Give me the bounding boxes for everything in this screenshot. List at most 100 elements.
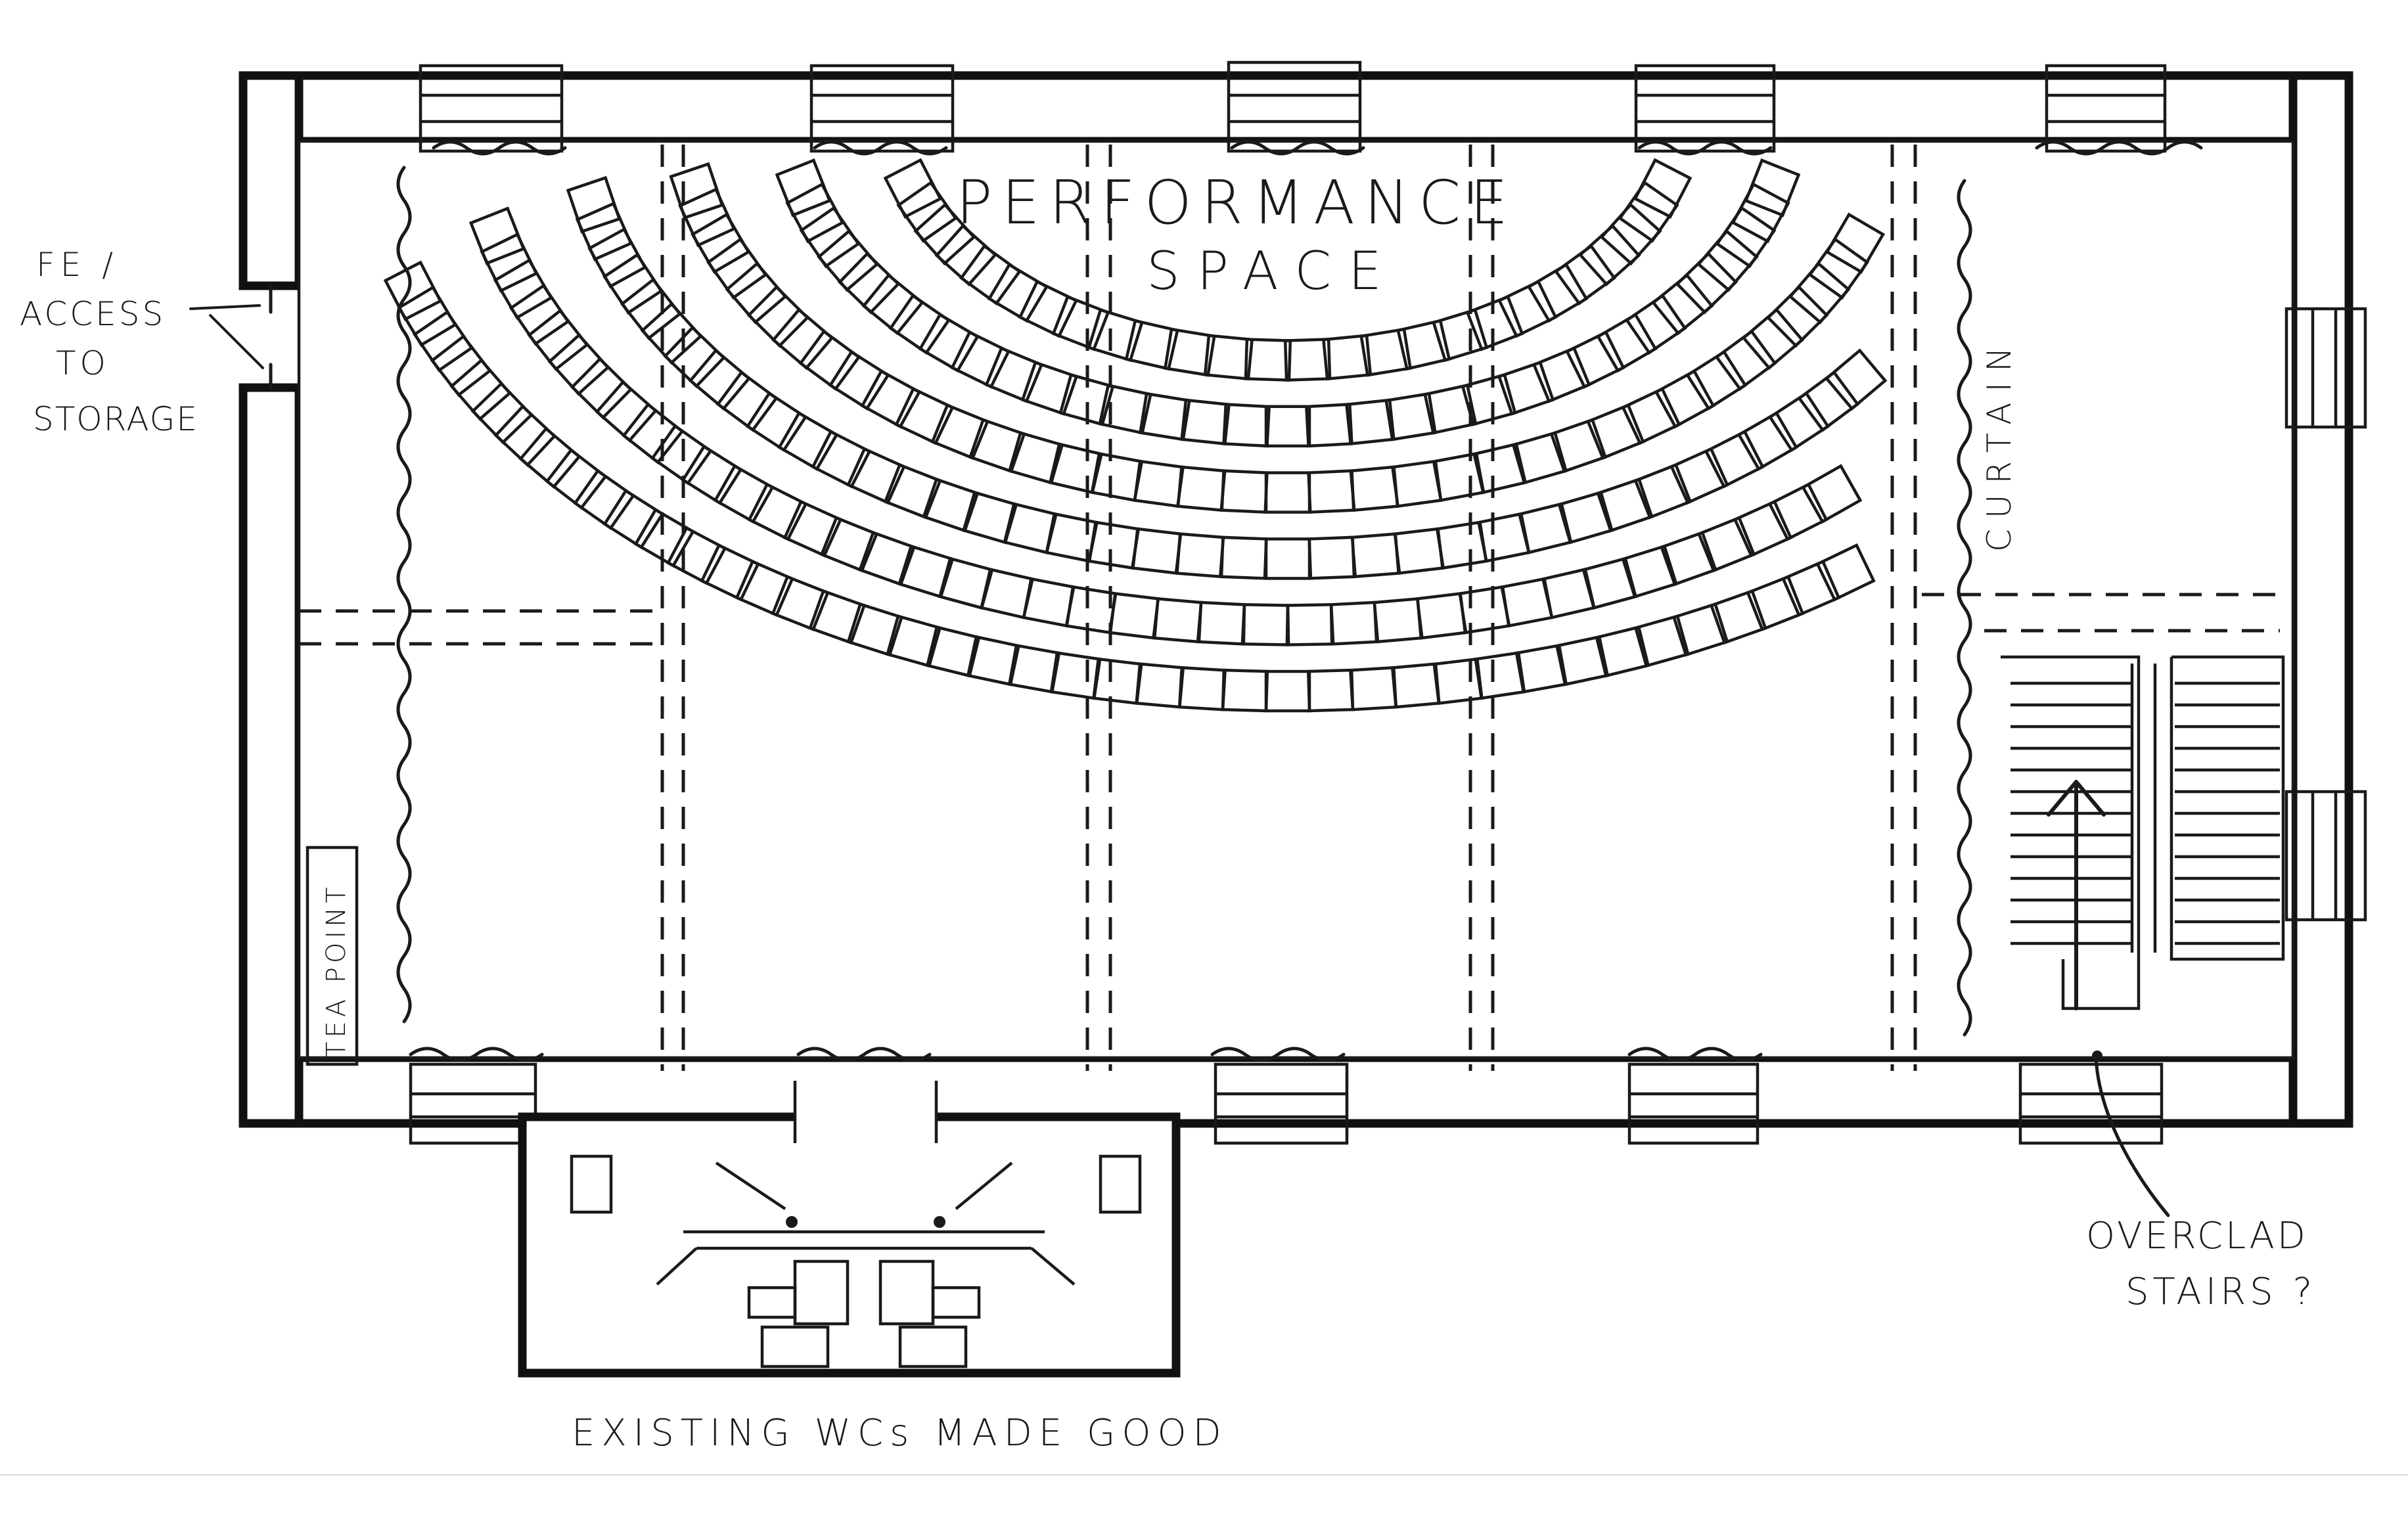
seat [470, 381, 534, 445]
seat [987, 262, 1049, 323]
seat [1384, 392, 1438, 441]
seat [885, 614, 942, 668]
seat [799, 206, 861, 269]
seat [819, 516, 879, 573]
seat [1621, 544, 1678, 599]
seat [785, 182, 845, 244]
seat [1633, 463, 1692, 520]
seat [1825, 212, 1886, 274]
seat [1423, 383, 1478, 435]
seat [1138, 392, 1191, 441]
seat [1741, 307, 1805, 371]
seat [1532, 346, 1591, 403]
seat [1461, 373, 1517, 426]
seat [1048, 442, 1104, 495]
windows-bottom [409, 1062, 2164, 1145]
wc-note: EXISTING WCs MADE GOOD [572, 1412, 1228, 1455]
seat [1633, 614, 1691, 668]
seat [480, 232, 539, 293]
seat [493, 258, 553, 320]
wc-annex [518, 1077, 1181, 1378]
seat [1203, 334, 1254, 381]
seat [1746, 575, 1805, 631]
seat [509, 283, 570, 346]
seat [622, 402, 685, 464]
seat [1781, 559, 1841, 618]
storage-note-line-2: ACCESS [20, 295, 166, 333]
seat [846, 447, 906, 505]
staircase [2001, 655, 2285, 1061]
seat [1714, 329, 1777, 392]
seat [1511, 431, 1568, 485]
seat [640, 302, 703, 365]
seat [968, 418, 1026, 474]
seat [1621, 386, 1681, 445]
seat [412, 309, 474, 373]
audience-seating [383, 158, 1888, 713]
seat [1244, 338, 1292, 382]
seat [713, 464, 775, 524]
seat [1087, 307, 1144, 363]
seat [1671, 602, 1729, 657]
seat [1283, 338, 1332, 382]
seat [1497, 360, 1555, 416]
seat [1549, 418, 1608, 474]
seat [1098, 383, 1152, 435]
seat [894, 386, 955, 445]
seat [669, 162, 724, 220]
seat [1797, 370, 1860, 432]
seat [1007, 643, 1061, 694]
seat [678, 187, 737, 248]
seat [1801, 464, 1863, 524]
seat [1359, 327, 1413, 377]
seat [938, 556, 994, 610]
seat [966, 635, 1021, 687]
seat [468, 206, 526, 265]
seat [566, 175, 622, 234]
title-space: SPACE [1147, 240, 1399, 302]
seat [1651, 273, 1714, 336]
seat [587, 227, 647, 288]
seat [620, 277, 682, 340]
seat [1654, 369, 1715, 429]
seat [888, 293, 951, 355]
seat [430, 334, 492, 397]
seat [690, 212, 751, 274]
seat [922, 477, 980, 533]
seat [1003, 502, 1058, 554]
storage-access [189, 284, 273, 390]
seat [798, 329, 861, 392]
seat [771, 307, 834, 371]
seat [883, 158, 943, 219]
seat [1305, 403, 1353, 448]
seat [1733, 499, 1793, 558]
seat [1765, 284, 1829, 348]
seat [828, 350, 890, 411]
seat [1180, 398, 1231, 445]
seat [1264, 405, 1311, 448]
seat [1344, 398, 1396, 445]
seat [666, 526, 727, 585]
seat [925, 625, 981, 678]
seat [397, 285, 457, 348]
seat [1222, 403, 1271, 448]
seat [575, 202, 633, 261]
seat [1557, 490, 1614, 545]
tea-point-counter [306, 846, 359, 1066]
seat [1731, 182, 1790, 244]
seat [1685, 350, 1748, 411]
seat [808, 589, 867, 645]
seat [984, 346, 1044, 403]
seat [1715, 206, 1777, 269]
seat [1767, 391, 1830, 453]
seat [930, 403, 989, 461]
seat [449, 358, 512, 421]
seat [547, 333, 610, 396]
seat [681, 444, 743, 505]
stairs-note-line-1: OVERCLAD [2086, 1215, 2308, 1257]
seat [663, 325, 726, 388]
seat [1815, 543, 1876, 602]
seat [1807, 237, 1870, 300]
page-bottom-rule [0, 1474, 2408, 1476]
